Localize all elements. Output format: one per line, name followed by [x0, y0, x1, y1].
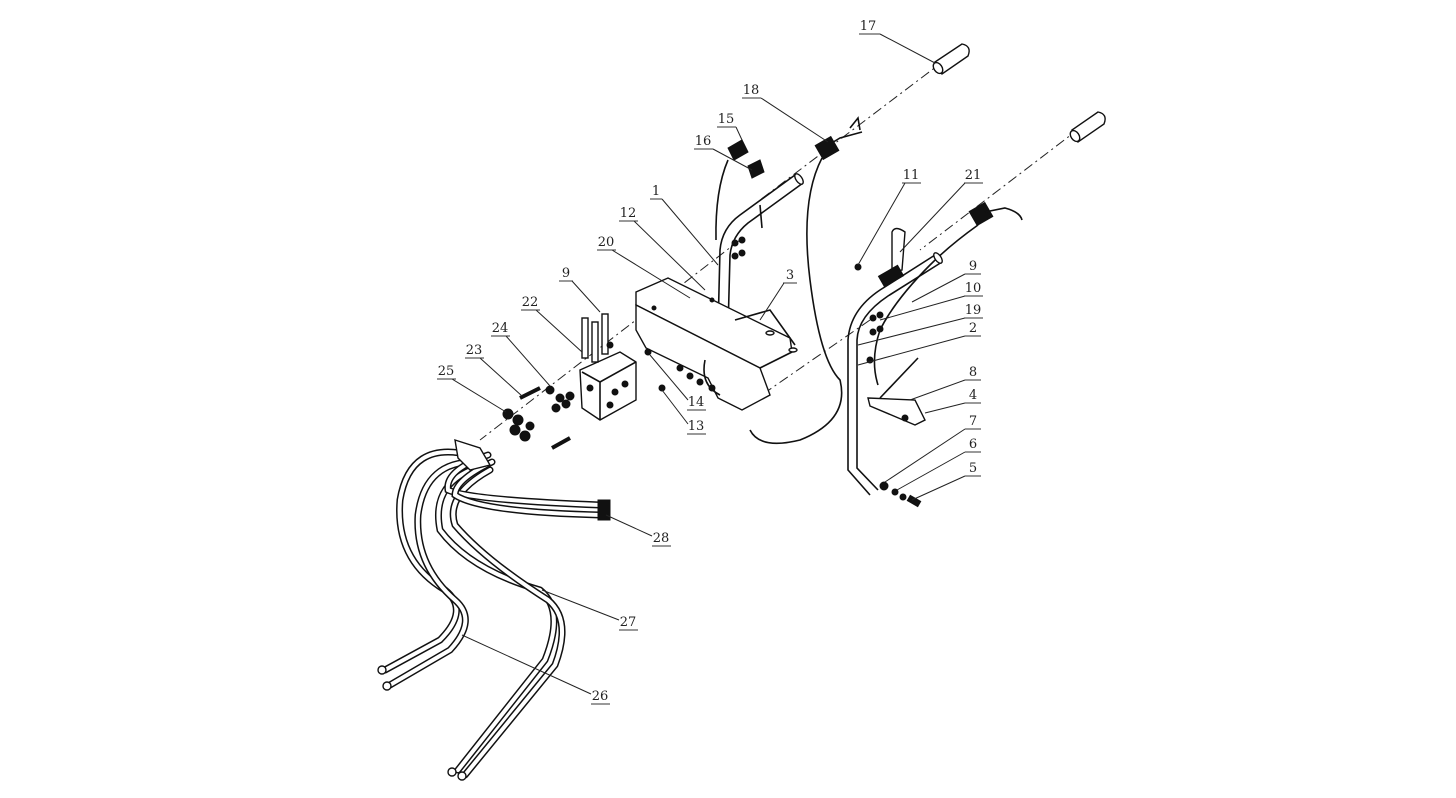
svg-text:5: 5 [969, 461, 977, 476]
callout-26: 26 [591, 689, 610, 705]
callout-13: 13 [687, 419, 706, 435]
svg-text:10: 10 [965, 281, 982, 296]
svg-text:11: 11 [903, 168, 920, 183]
callout-11: 11 [902, 168, 921, 184]
svg-text:2: 2 [969, 321, 977, 336]
svg-text:21: 21 [965, 168, 982, 183]
brake-lever-left [749, 116, 863, 445]
svg-text:28: 28 [653, 531, 670, 546]
svg-text:12: 12 [620, 206, 637, 221]
callout-18: 18 [742, 83, 761, 99]
callout-28: 28 [652, 531, 671, 547]
callout-9-right: 9 [965, 259, 981, 275]
svg-text:13: 13 [688, 419, 705, 434]
callout-7: 7 [965, 414, 981, 430]
svg-text:1: 1 [652, 184, 660, 199]
callout-9-left: 9 [559, 266, 573, 282]
svg-text:20: 20 [598, 235, 615, 250]
callout-2: 2 [965, 321, 981, 337]
callout-19: 19 [964, 303, 983, 319]
callout-10: 10 [964, 281, 983, 297]
svg-text:23: 23 [466, 343, 483, 358]
control-valve [579, 313, 666, 421]
svg-text:9: 9 [969, 259, 977, 274]
handlebar-right [847, 227, 943, 496]
svg-text:7: 7 [969, 414, 977, 429]
lever-bracket [867, 357, 926, 508]
handlebar-left [717, 173, 804, 331]
callout-27: 27 [619, 615, 638, 631]
callout-4: 4 [965, 388, 981, 404]
callout-24: 24 [491, 321, 510, 337]
svg-text:22: 22 [522, 295, 539, 310]
svg-text:27: 27 [620, 615, 637, 630]
callout-23: 23 [465, 343, 484, 359]
assembly-axis-lines [479, 59, 1081, 441]
svg-text:15: 15 [718, 112, 735, 127]
callout-14: 14 [687, 395, 706, 411]
svg-text:14: 14 [688, 395, 705, 410]
svg-text:3: 3 [786, 268, 794, 283]
hydraulic-hoses [377, 438, 611, 781]
svg-text:17: 17 [860, 19, 877, 34]
brake-lever-right [873, 201, 1023, 386]
callout-1: 1 [650, 184, 662, 200]
mounting-frame [635, 277, 798, 411]
svg-text:4: 4 [969, 388, 977, 403]
svg-text:9: 9 [562, 266, 570, 281]
callout-3: 3 [783, 268, 797, 284]
callout-labels: 17 18 15 16 1 12 20 11 21 9 10 19 2 8 4 … [437, 19, 983, 705]
svg-text:6: 6 [969, 437, 977, 452]
callout-21: 21 [964, 168, 983, 184]
callout-20: 20 [597, 235, 616, 251]
svg-text:16: 16 [695, 134, 712, 149]
svg-text:25: 25 [438, 364, 455, 379]
callout-16: 16 [694, 134, 713, 150]
svg-text:8: 8 [969, 365, 977, 380]
svg-text:24: 24 [492, 321, 509, 336]
hand-grip-left [932, 43, 970, 76]
callout-17: 17 [859, 19, 880, 35]
svg-text:18: 18 [743, 83, 760, 98]
callout-5: 5 [965, 461, 981, 477]
callout-8: 8 [965, 365, 981, 381]
svg-text:19: 19 [965, 303, 982, 318]
callout-15: 15 [717, 112, 736, 128]
callout-leaders [451, 33, 966, 695]
callout-22: 22 [521, 295, 540, 311]
hand-grip-right [1069, 111, 1106, 144]
svg-text:26: 26 [592, 689, 609, 704]
callout-6: 6 [965, 437, 981, 453]
throttle-parts [715, 139, 765, 241]
callout-25: 25 [437, 364, 456, 380]
callout-12: 12 [619, 206, 638, 222]
